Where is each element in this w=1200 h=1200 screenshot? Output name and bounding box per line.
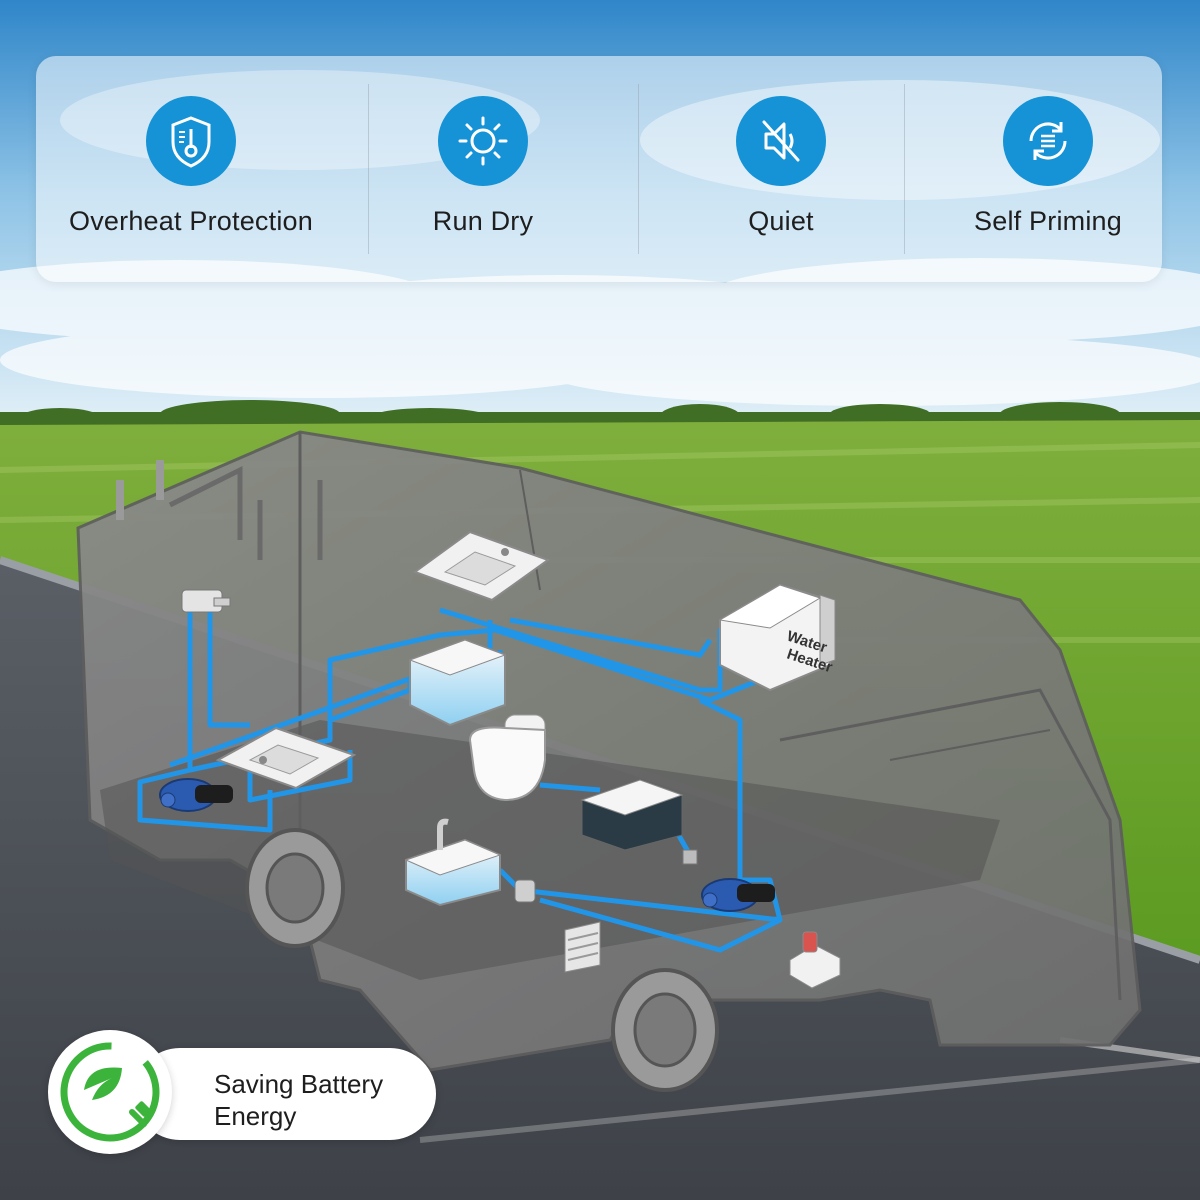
toilet xyxy=(468,714,546,802)
energy-saving-badge: Saving Battery Energy xyxy=(48,1030,440,1154)
feature-run-dry: Run Dry xyxy=(348,56,618,282)
feature-label: Overheat Protection xyxy=(69,206,313,236)
divider xyxy=(904,84,905,254)
sun-icon xyxy=(438,96,528,186)
thermometer-shield-icon xyxy=(146,96,236,186)
divider xyxy=(638,84,639,254)
bathroom-sink xyxy=(215,726,357,790)
water-heater: Water Heater xyxy=(718,583,836,692)
feature-label: Run Dry xyxy=(432,206,534,236)
energy-badge-text: Saving Battery Energy xyxy=(214,1068,383,1132)
strainer xyxy=(514,879,536,903)
energy-badge-line1: Saving Battery xyxy=(214,1069,384,1099)
feature-self-priming: Self Priming xyxy=(913,56,1183,282)
water-pump-rear xyxy=(159,778,233,812)
feature-overheat-protection: Overheat Protection xyxy=(56,56,326,282)
water-tank-lower xyxy=(404,818,502,907)
eco-leaf-plug-icon xyxy=(48,1030,172,1154)
water-pump-front xyxy=(701,878,775,912)
feature-label: Self Priming xyxy=(974,206,1122,236)
muted-speaker-icon xyxy=(736,96,826,186)
wheel-rear xyxy=(245,828,345,948)
energy-badge-line2: Energy xyxy=(214,1101,297,1131)
kitchen-sink xyxy=(412,530,551,602)
feature-panel: Overheat Protection Run Dry xyxy=(36,56,1162,282)
circular-arrows-icon xyxy=(1003,96,1093,186)
energy-badge-pill xyxy=(134,1048,436,1140)
shower-fixture xyxy=(181,589,231,613)
vent-grille xyxy=(564,921,601,973)
drain-fitting xyxy=(682,849,698,865)
city-water-inlet xyxy=(789,931,841,989)
feature-label: Quiet xyxy=(748,206,814,236)
feature-quiet: Quiet xyxy=(646,56,916,282)
grey-water-tank xyxy=(580,779,684,851)
divider xyxy=(368,84,369,254)
wheel-front xyxy=(611,968,719,1092)
fresh-water-tank xyxy=(408,638,507,727)
